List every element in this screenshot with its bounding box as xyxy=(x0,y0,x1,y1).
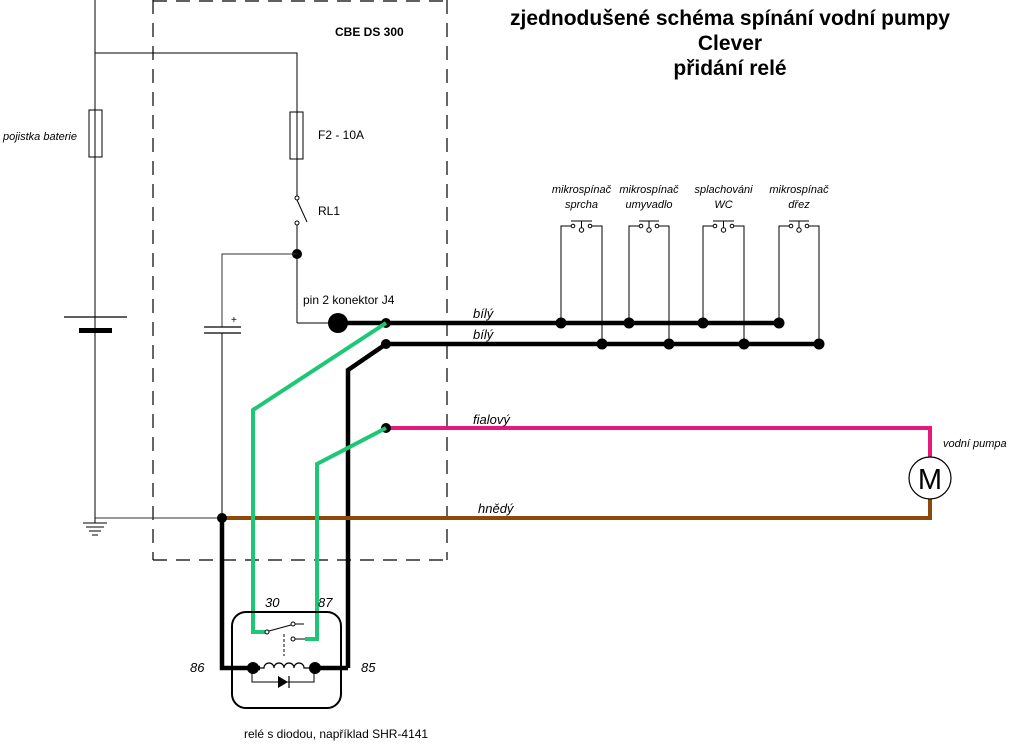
microswitch-contact xyxy=(729,223,735,229)
junction-switch-return xyxy=(596,338,608,350)
relay-contact-switch xyxy=(264,621,305,656)
title-line-2: Clever xyxy=(698,32,762,55)
microswitch-contact xyxy=(712,223,718,229)
relay-pin-86-label: 86 xyxy=(190,660,205,675)
motor-symbol: M xyxy=(918,464,942,496)
microswitch-label-2: sprcha xyxy=(565,199,598,211)
junction-switch-common xyxy=(773,317,785,329)
microswitch-contact xyxy=(804,223,810,229)
junction-white-2 xyxy=(381,339,391,349)
fuse-f2-label: F2 - 10A xyxy=(318,128,364,142)
microswitch-label-2: umyvadlo xyxy=(625,199,672,211)
relay-pin-85-node xyxy=(309,662,321,674)
title-line-1: zjednodušené schéma spínání vodní pumpy xyxy=(510,7,950,30)
junction-switch-common xyxy=(623,317,635,329)
relay-housing xyxy=(231,611,342,709)
capacitor-wire xyxy=(221,253,297,327)
junction-switch-common xyxy=(697,317,709,329)
microswitch-label-1: mikrospínač xyxy=(552,184,612,196)
microswitch-label-2: WC xyxy=(714,199,732,211)
microswitch-4: mikrospínač dřez xyxy=(769,184,829,350)
relay-pin-85-label: 85 xyxy=(361,660,376,675)
wire-violet xyxy=(386,426,932,457)
wire-brown xyxy=(222,499,932,520)
relay-diode-icon xyxy=(251,668,315,688)
relay-pin-87-label: 87 xyxy=(318,595,333,610)
microswitch-actuator xyxy=(646,227,652,233)
relay-pin-86-node xyxy=(247,662,259,674)
relay-pin-30-label: 30 xyxy=(265,595,280,610)
relay-rl1-switch xyxy=(294,195,308,226)
microswitch-wire-b xyxy=(809,225,820,344)
relay-caption: relé s diodou, například SHR-4141 xyxy=(244,727,428,741)
microswitch-2: mikrospínač umyvadlo xyxy=(619,184,679,350)
junction-switch-return xyxy=(663,338,675,350)
microswitch-actuator xyxy=(796,227,802,233)
title-line-3: přidání relé xyxy=(673,57,786,80)
wire-white-1-label: bílý xyxy=(473,306,495,321)
connector-label: pin 2 konektor J4 xyxy=(303,293,395,307)
microswitch-wire-b xyxy=(592,225,603,344)
microswitch-group: mikrospínač sprcha mikrospínač umyvadlo spla… xyxy=(552,184,829,350)
microswitch-label-1: mikrospínač xyxy=(769,184,829,196)
wire-relay-30 xyxy=(251,321,388,634)
microswitch-actuator xyxy=(720,227,727,233)
microswitch-wire-a xyxy=(560,225,571,323)
microswitch-contact xyxy=(570,223,576,229)
wire-brown-label: hnědý xyxy=(478,501,515,516)
microswitch-contact xyxy=(638,223,644,229)
microswitch-wire-a xyxy=(778,225,789,323)
supply-wire xyxy=(94,52,298,118)
microswitch-contact xyxy=(654,223,660,229)
microswitch-1: mikrospínač sprcha xyxy=(552,184,612,350)
connector-j4-pin xyxy=(328,313,348,333)
module-boundary xyxy=(152,0,448,561)
relay-rl1-label: RL1 xyxy=(318,204,340,218)
microswitch-contact xyxy=(788,223,794,229)
ground-icon xyxy=(83,518,107,536)
microswitch-actuator xyxy=(578,227,585,233)
capacitor-plus-label: + xyxy=(231,315,237,326)
microswitch-wire-b xyxy=(734,225,745,344)
microswitch-wire-a xyxy=(702,225,713,323)
wire-white-2-label: bílý xyxy=(473,327,495,342)
junction-switch-return xyxy=(738,338,750,350)
wire-relay-87 xyxy=(305,426,387,641)
microswitch-label-1: splachováni xyxy=(694,184,753,196)
capacitor-symbol xyxy=(204,326,241,334)
microswitch-wire-b xyxy=(659,225,670,344)
relay-coil-icon xyxy=(260,662,315,669)
pump-motor-icon xyxy=(908,456,952,500)
microswitch-wire-a xyxy=(628,225,639,323)
pump-label: vodní pumpa xyxy=(943,438,1007,450)
wire-white-2 xyxy=(345,341,819,668)
module-label: CBE DS 300 xyxy=(335,25,404,39)
microswitch-contact xyxy=(587,223,593,229)
wire-violet-label: fialový xyxy=(473,412,511,427)
microswitch-label-2: dřez xyxy=(788,199,810,211)
battery-fuse-label: pojistka baterie xyxy=(2,131,77,143)
junction-switch-return xyxy=(813,338,825,350)
microswitch-label-1: mikrospínač xyxy=(619,184,679,196)
junction-switch-common xyxy=(555,317,567,329)
